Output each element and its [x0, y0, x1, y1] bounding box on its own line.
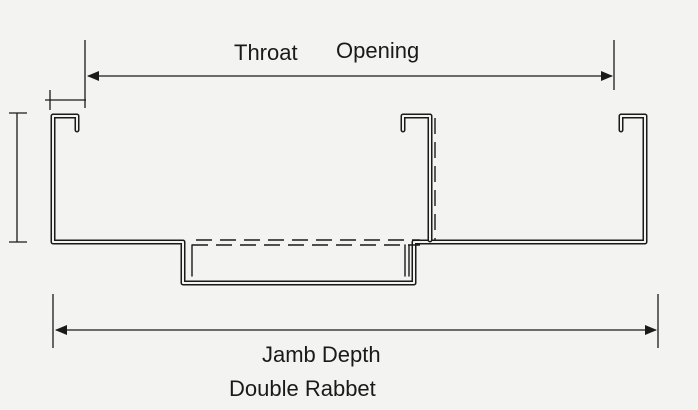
opening-label: Opening	[336, 38, 420, 63]
stop-height-dimension	[9, 112, 27, 243]
throat-label: Throat	[234, 40, 298, 65]
jamb-depth-label: Jamb Depth	[262, 342, 381, 367]
return-dimension	[45, 90, 86, 110]
jamb-depth-dimension	[52, 294, 659, 348]
frame-profile-outer	[50, 113, 648, 286]
double-rabbet-label: Double Rabbet	[229, 376, 376, 401]
alternate-profile-dashed	[192, 118, 436, 246]
frame-profile	[50, 113, 648, 286]
frame-profile-inner	[52, 115, 646, 284]
throat-opening-dimension	[84, 40, 615, 108]
rabbet-inner-walls	[191, 244, 410, 277]
center-stop-return-inner	[402, 115, 431, 241]
center-stop-return	[400, 113, 433, 243]
